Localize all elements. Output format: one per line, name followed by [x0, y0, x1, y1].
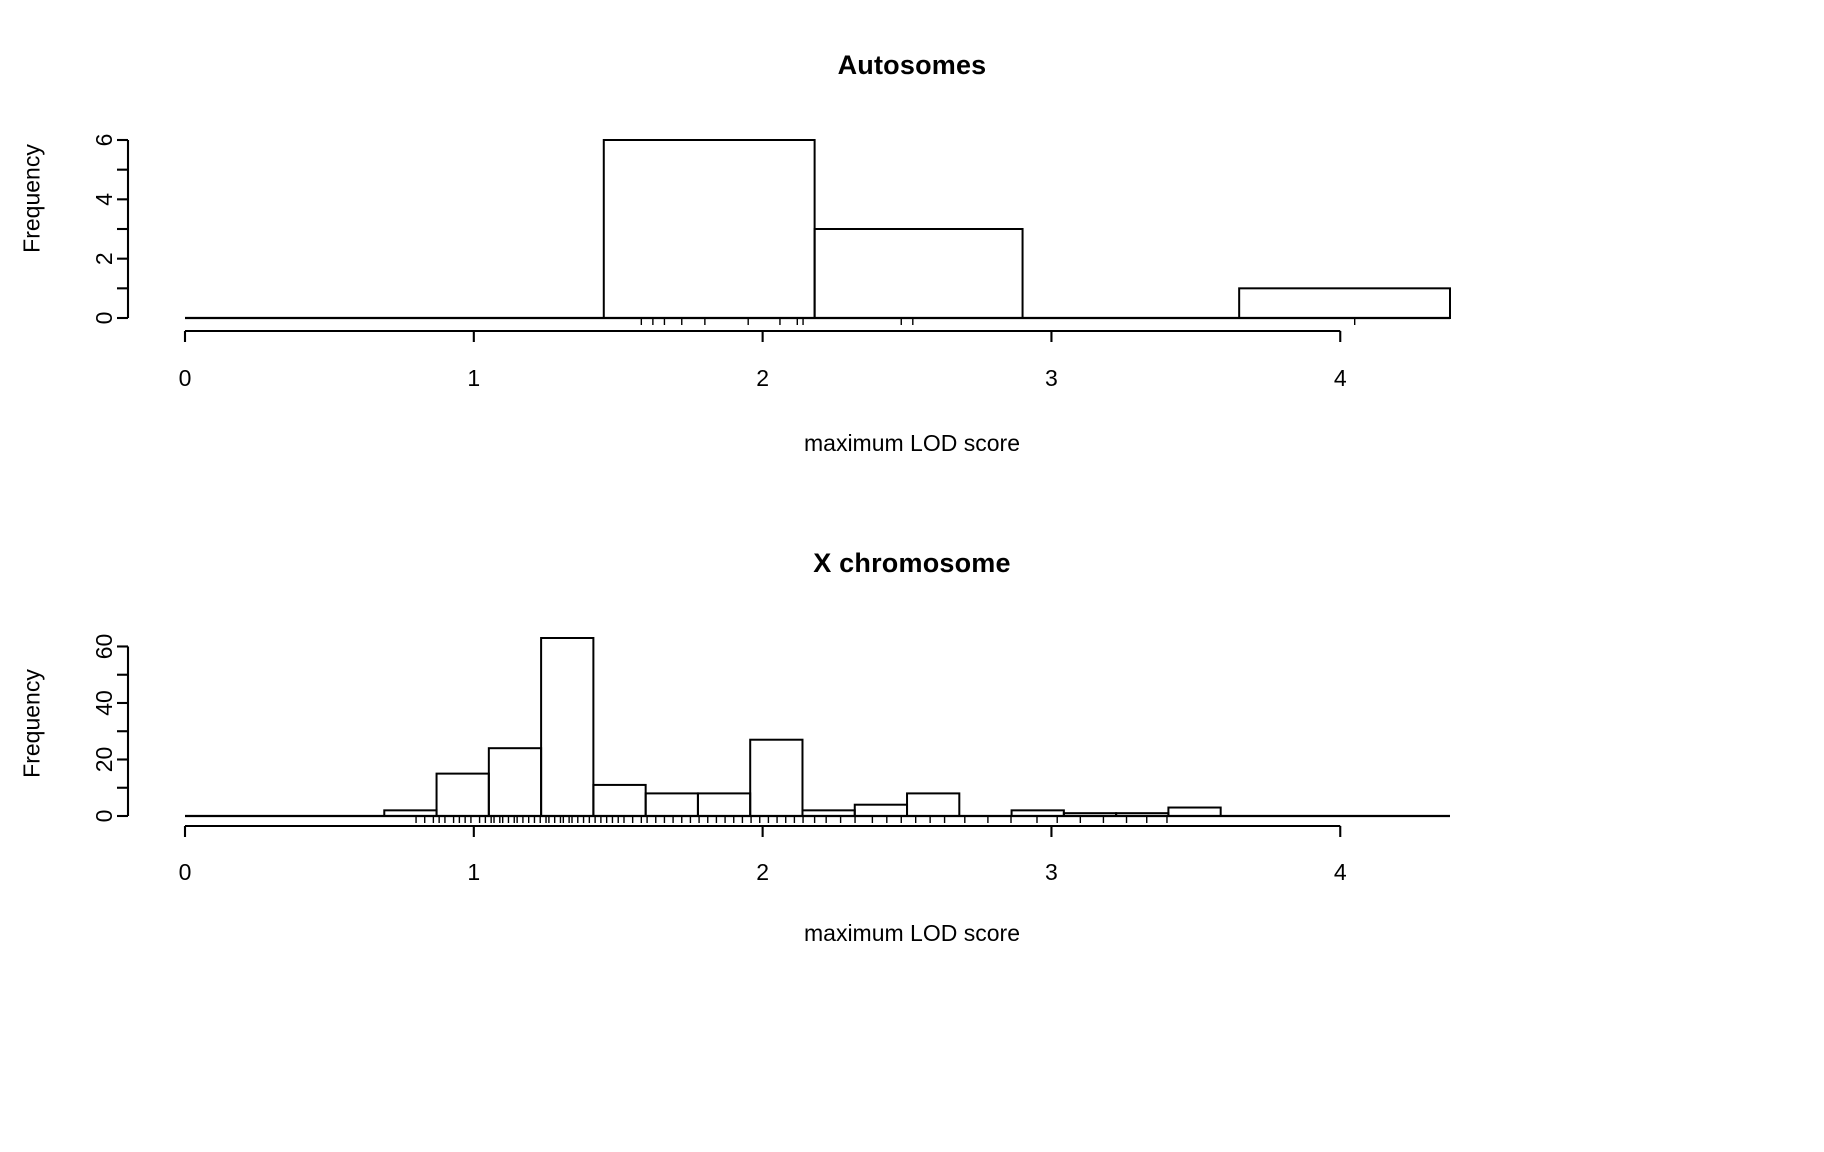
y-axis-tick-label: 6 [91, 134, 117, 147]
histogram-bar [1238, 287, 1451, 320]
x-axis-label-top: maximum LOD score [804, 430, 1020, 456]
histogram-bar [592, 783, 647, 818]
histogram-bar [1010, 809, 1065, 818]
histogram-bar [906, 792, 961, 817]
plot-title-autosomes: Autosomes [837, 50, 987, 80]
x-axis-tick-label: 2 [756, 859, 769, 885]
y-axis-tick-label: 0 [91, 312, 117, 325]
histogram-bar [1062, 812, 1118, 817]
histogram-bar [696, 792, 752, 817]
histogram-bar [540, 637, 595, 817]
histogram-bar [801, 809, 856, 818]
y-axis-tick-label: 4 [91, 193, 117, 206]
plot-title-x-chromosome: X chromosome [813, 548, 1011, 578]
histogram-bar [853, 803, 909, 818]
x-axis-tick-label: 4 [1334, 365, 1347, 391]
x-axis-tick-label: 0 [179, 365, 192, 391]
histogram-bar [435, 772, 490, 817]
y-axis-tick-label: 20 [91, 747, 117, 773]
x-axis-tick-label: 0 [179, 859, 192, 885]
plot-area-autosomes: 0 2 4 6 0 1 2 3 4 [91, 134, 1451, 391]
histogram-bar [487, 747, 543, 817]
histogram-bar [644, 792, 699, 817]
plot-panel-x-chromosome: X chromosome Frequency maximum LOD score… [0, 530, 1824, 1152]
y-axis-tick-label: 0 [91, 810, 117, 823]
histogram-bar [749, 738, 804, 817]
histogram-bar [383, 809, 438, 818]
histogram-bar [602, 139, 816, 319]
x-axis-tick-label: 1 [467, 859, 480, 885]
x-axis-tick-label: 3 [1045, 859, 1058, 885]
histogram-bar [1115, 812, 1170, 817]
x-axis-tick-label: 2 [756, 365, 769, 391]
y-axis-tick-label: 40 [91, 690, 117, 716]
x-axis-tick-label: 3 [1045, 365, 1058, 391]
x-axis-tick-label: 1 [467, 365, 480, 391]
plot-area-x-chromosome: 0 20 40 60 0 1 2 3 4 [91, 634, 1450, 885]
x-axis-label-bottom: maximum LOD score [804, 920, 1020, 946]
histogram-bar [1167, 806, 1222, 817]
y-axis-tick-label: 60 [91, 634, 117, 660]
histogram-bar [813, 228, 1024, 319]
y-axis-tick-label: 2 [91, 252, 117, 265]
x-axis-tick-label: 4 [1334, 859, 1347, 885]
